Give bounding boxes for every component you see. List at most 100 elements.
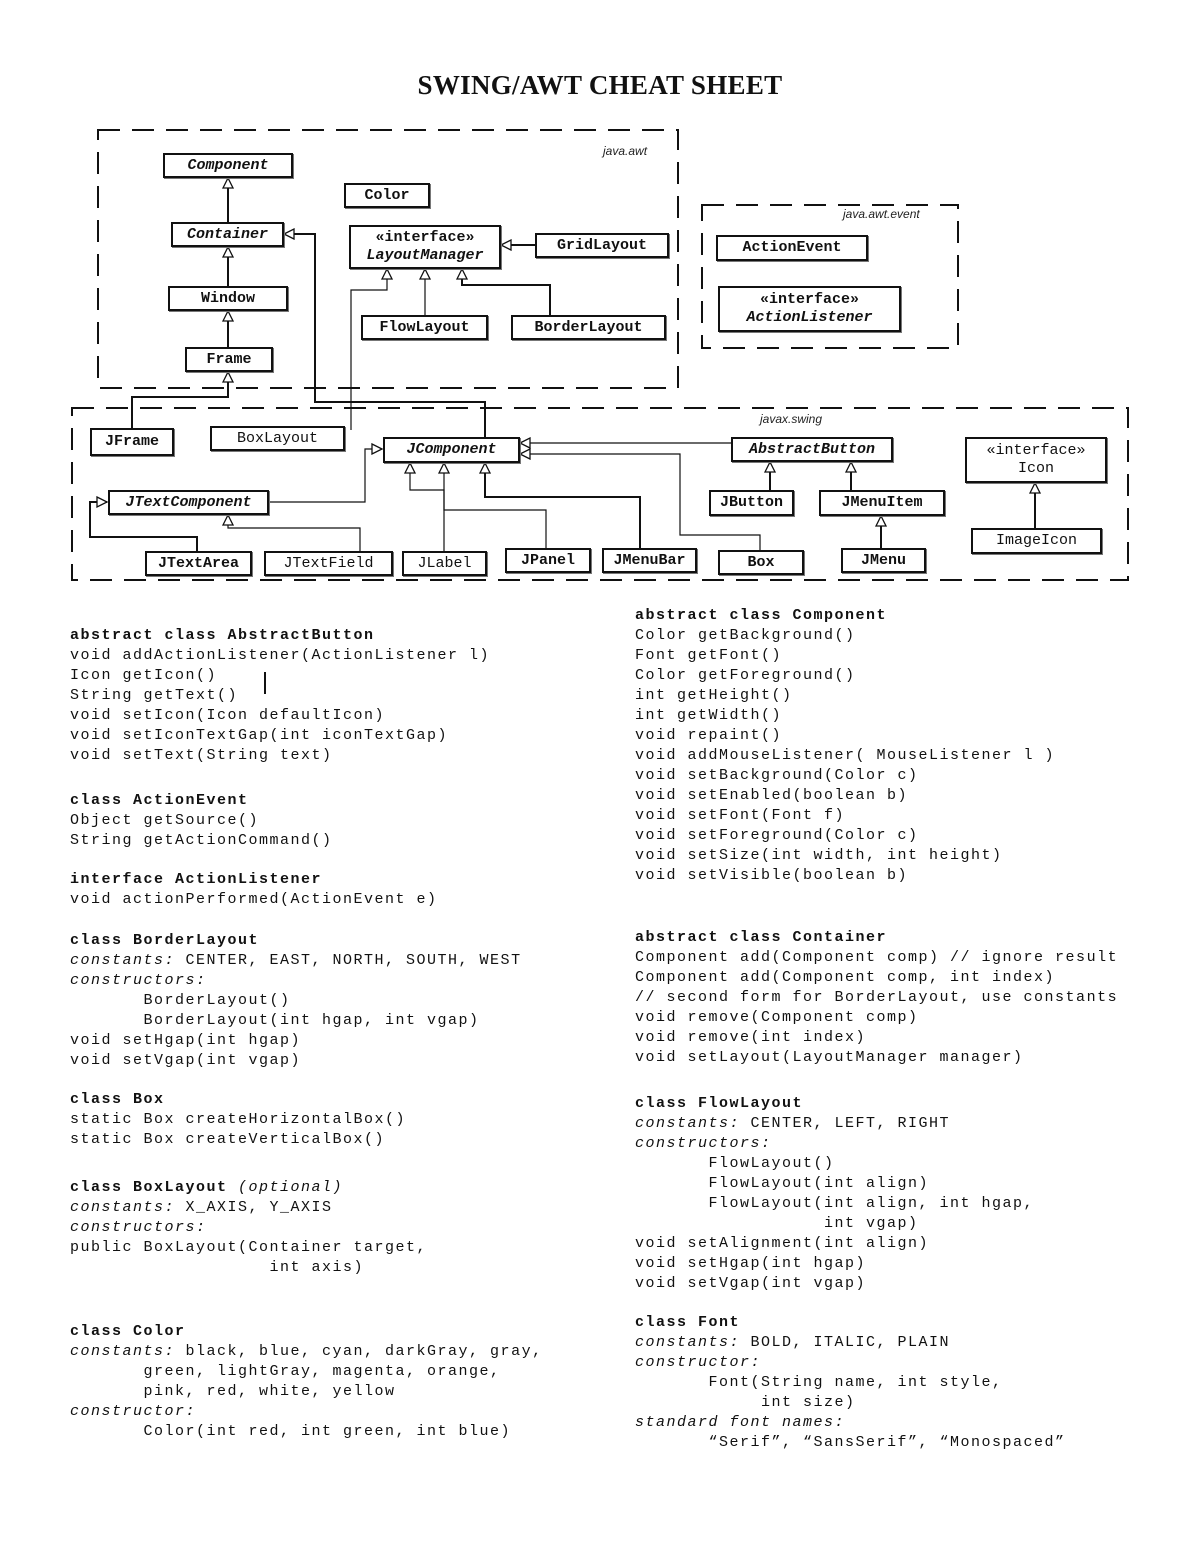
package-javax-swing-border bbox=[71, 407, 1129, 581]
section-header: class Box bbox=[70, 1090, 406, 1110]
class-box-jcomponent: JComponent bbox=[383, 437, 520, 463]
line-text: Color(int red, int green, int blue) bbox=[70, 1423, 512, 1440]
line-text: void setSize(int width, int height) bbox=[635, 847, 1003, 864]
class-box-borderlayout: BorderLayout bbox=[511, 315, 666, 340]
line-text: BorderLayout(int hgap, int vgap) bbox=[70, 1012, 480, 1029]
line-text: Component add(Component comp) // ignore … bbox=[635, 949, 1119, 966]
line-text: void setVgap(int vgap) bbox=[635, 1275, 867, 1292]
member-line: static Box createHorizontalBox() bbox=[70, 1110, 406, 1130]
package-label-java-awt-event: java.awt.event bbox=[843, 207, 920, 221]
line-text: static Box createHorizontalBox() bbox=[70, 1111, 407, 1128]
member-line: Color(int red, int green, int blue) bbox=[70, 1422, 543, 1442]
inherit-jframe-frame bbox=[131, 372, 228, 428]
line-text: BorderLayout() bbox=[70, 992, 291, 1009]
line-text: String getText() bbox=[70, 687, 239, 704]
class-box-component: Component bbox=[163, 153, 293, 178]
class-box-jtextcomponent: JTextComponent bbox=[108, 490, 269, 515]
member-line: Component add(Component comp, int index) bbox=[635, 968, 1118, 988]
class-section: class FlowLayout constants: CENTER, LEFT,… bbox=[635, 1094, 1034, 1294]
class-box-imageicon: ImageIcon bbox=[971, 528, 1102, 554]
class-box-jmenu: JMenu bbox=[841, 548, 926, 573]
member-line: void setLayout(LayoutManager manager) bbox=[635, 1048, 1118, 1068]
member-line: int vgap) bbox=[635, 1214, 1034, 1234]
line-text: Object getSource() bbox=[70, 812, 260, 829]
member-line: Object getSource() bbox=[70, 811, 333, 831]
line-text: void setText(String text) bbox=[70, 747, 333, 764]
class-box-frame: Frame bbox=[185, 347, 273, 372]
inherit-jtextcomponent-jcomponent bbox=[268, 449, 382, 503]
line-text: String getActionCommand() bbox=[70, 832, 333, 849]
line-text: FlowLayout(int align, int hgap, bbox=[635, 1195, 1035, 1212]
section-header: interface ActionListener bbox=[70, 870, 438, 890]
section-title: class BoxLayout bbox=[70, 1179, 228, 1196]
section-header: abstract class Component bbox=[635, 606, 1055, 626]
member-line: void addActionListener(ActionListener l) bbox=[70, 646, 490, 666]
line-text: void setFont(Font f) bbox=[635, 807, 846, 824]
class-box-jlabel: JLabel bbox=[402, 551, 487, 576]
section-title: abstract class Container bbox=[635, 929, 888, 946]
class-box-boxlayout: BoxLayout bbox=[210, 426, 345, 451]
line-text: int size) bbox=[635, 1394, 856, 1411]
stereotype-label: «interface» bbox=[986, 442, 1086, 459]
line-text: void remove(Component comp) bbox=[635, 1009, 919, 1026]
class-box-container: Container bbox=[171, 222, 284, 247]
line-text: void remove(int index) bbox=[635, 1029, 867, 1046]
implements-boxlayout bbox=[350, 269, 387, 430]
member-line: BorderLayout() bbox=[70, 991, 522, 1011]
line-label: standard font names: bbox=[635, 1414, 846, 1431]
stereotype-label: «interface» bbox=[759, 291, 860, 308]
member-line: static Box createVerticalBox() bbox=[70, 1130, 406, 1150]
line-text: void setHgap(int hgap) bbox=[635, 1255, 867, 1272]
line-text: void setBackground(Color c) bbox=[635, 767, 919, 784]
member-line: Color getBackground() bbox=[635, 626, 1055, 646]
page-title: SWING/AWT CHEAT SHEET bbox=[417, 70, 783, 100]
line-text: CENTER, EAST, NORTH, SOUTH, WEST bbox=[175, 952, 522, 969]
line-text: void setAlignment(int align) bbox=[635, 1235, 930, 1252]
member-line: constants: CENTER, LEFT, RIGHT bbox=[635, 1114, 1034, 1134]
line-text: “Serif”, “SansSerif”, “Monospaced” bbox=[635, 1434, 1066, 1451]
member-line: constants: BOLD, ITALIC, PLAIN bbox=[635, 1333, 1066, 1353]
section-title: class BorderLayout bbox=[70, 932, 260, 949]
package-label-java-awt: java.awt bbox=[603, 144, 648, 158]
class-box-flowlayout: FlowLayout bbox=[361, 315, 488, 340]
stereotype-label: «interface» bbox=[375, 229, 475, 246]
line-text: void addMouseListener( MouseListener l ) bbox=[635, 747, 1056, 764]
member-line: String getText() bbox=[70, 686, 490, 706]
member-line: FlowLayout(int align, int hgap, bbox=[635, 1194, 1034, 1214]
member-line: green, lightGray, magenta, orange, bbox=[70, 1362, 543, 1382]
member-line: void setVgap(int vgap) bbox=[635, 1274, 1034, 1294]
member-line: void setAlignment(int align) bbox=[635, 1234, 1034, 1254]
line-text: green, lightGray, magenta, orange, bbox=[70, 1363, 501, 1380]
member-line: int getWidth() bbox=[635, 706, 1055, 726]
member-line: constructors: bbox=[70, 1218, 427, 1238]
section-title: class FlowLayout bbox=[635, 1095, 804, 1112]
member-line: constants: black, blue, cyan, darkGray, … bbox=[70, 1342, 543, 1362]
class-box-jmenubar: JMenuBar bbox=[602, 548, 697, 573]
member-line: Font(String name, int style, bbox=[635, 1373, 1066, 1393]
inherit-jlabel bbox=[410, 463, 445, 551]
class-box-actionevent: ActionEvent bbox=[716, 235, 868, 261]
member-line: pink, red, white, yellow bbox=[70, 1382, 543, 1402]
member-line: constructor: bbox=[70, 1402, 543, 1422]
line-label: constructor: bbox=[635, 1354, 762, 1371]
section-header: class BoxLayout (optional) bbox=[70, 1178, 427, 1198]
member-line: int axis) bbox=[70, 1258, 427, 1278]
member-line: int size) bbox=[635, 1393, 1066, 1413]
member-line: constructors: bbox=[70, 971, 522, 991]
member-line: void setText(String text) bbox=[70, 746, 490, 766]
member-line: void setForeground(Color c) bbox=[635, 826, 1055, 846]
line-text: public BoxLayout(Container target, bbox=[70, 1239, 428, 1256]
member-line: constructor: bbox=[635, 1353, 1066, 1373]
member-line: public BoxLayout(Container target, bbox=[70, 1238, 427, 1258]
inherit-jpanel bbox=[444, 463, 547, 548]
section-title: abstract class Component bbox=[635, 607, 888, 624]
class-box-abstractbutton: AbstractButton bbox=[731, 437, 893, 462]
line-text: int axis) bbox=[70, 1259, 365, 1276]
line-text: int getHeight() bbox=[635, 687, 793, 704]
line-text: int getWidth() bbox=[635, 707, 783, 724]
